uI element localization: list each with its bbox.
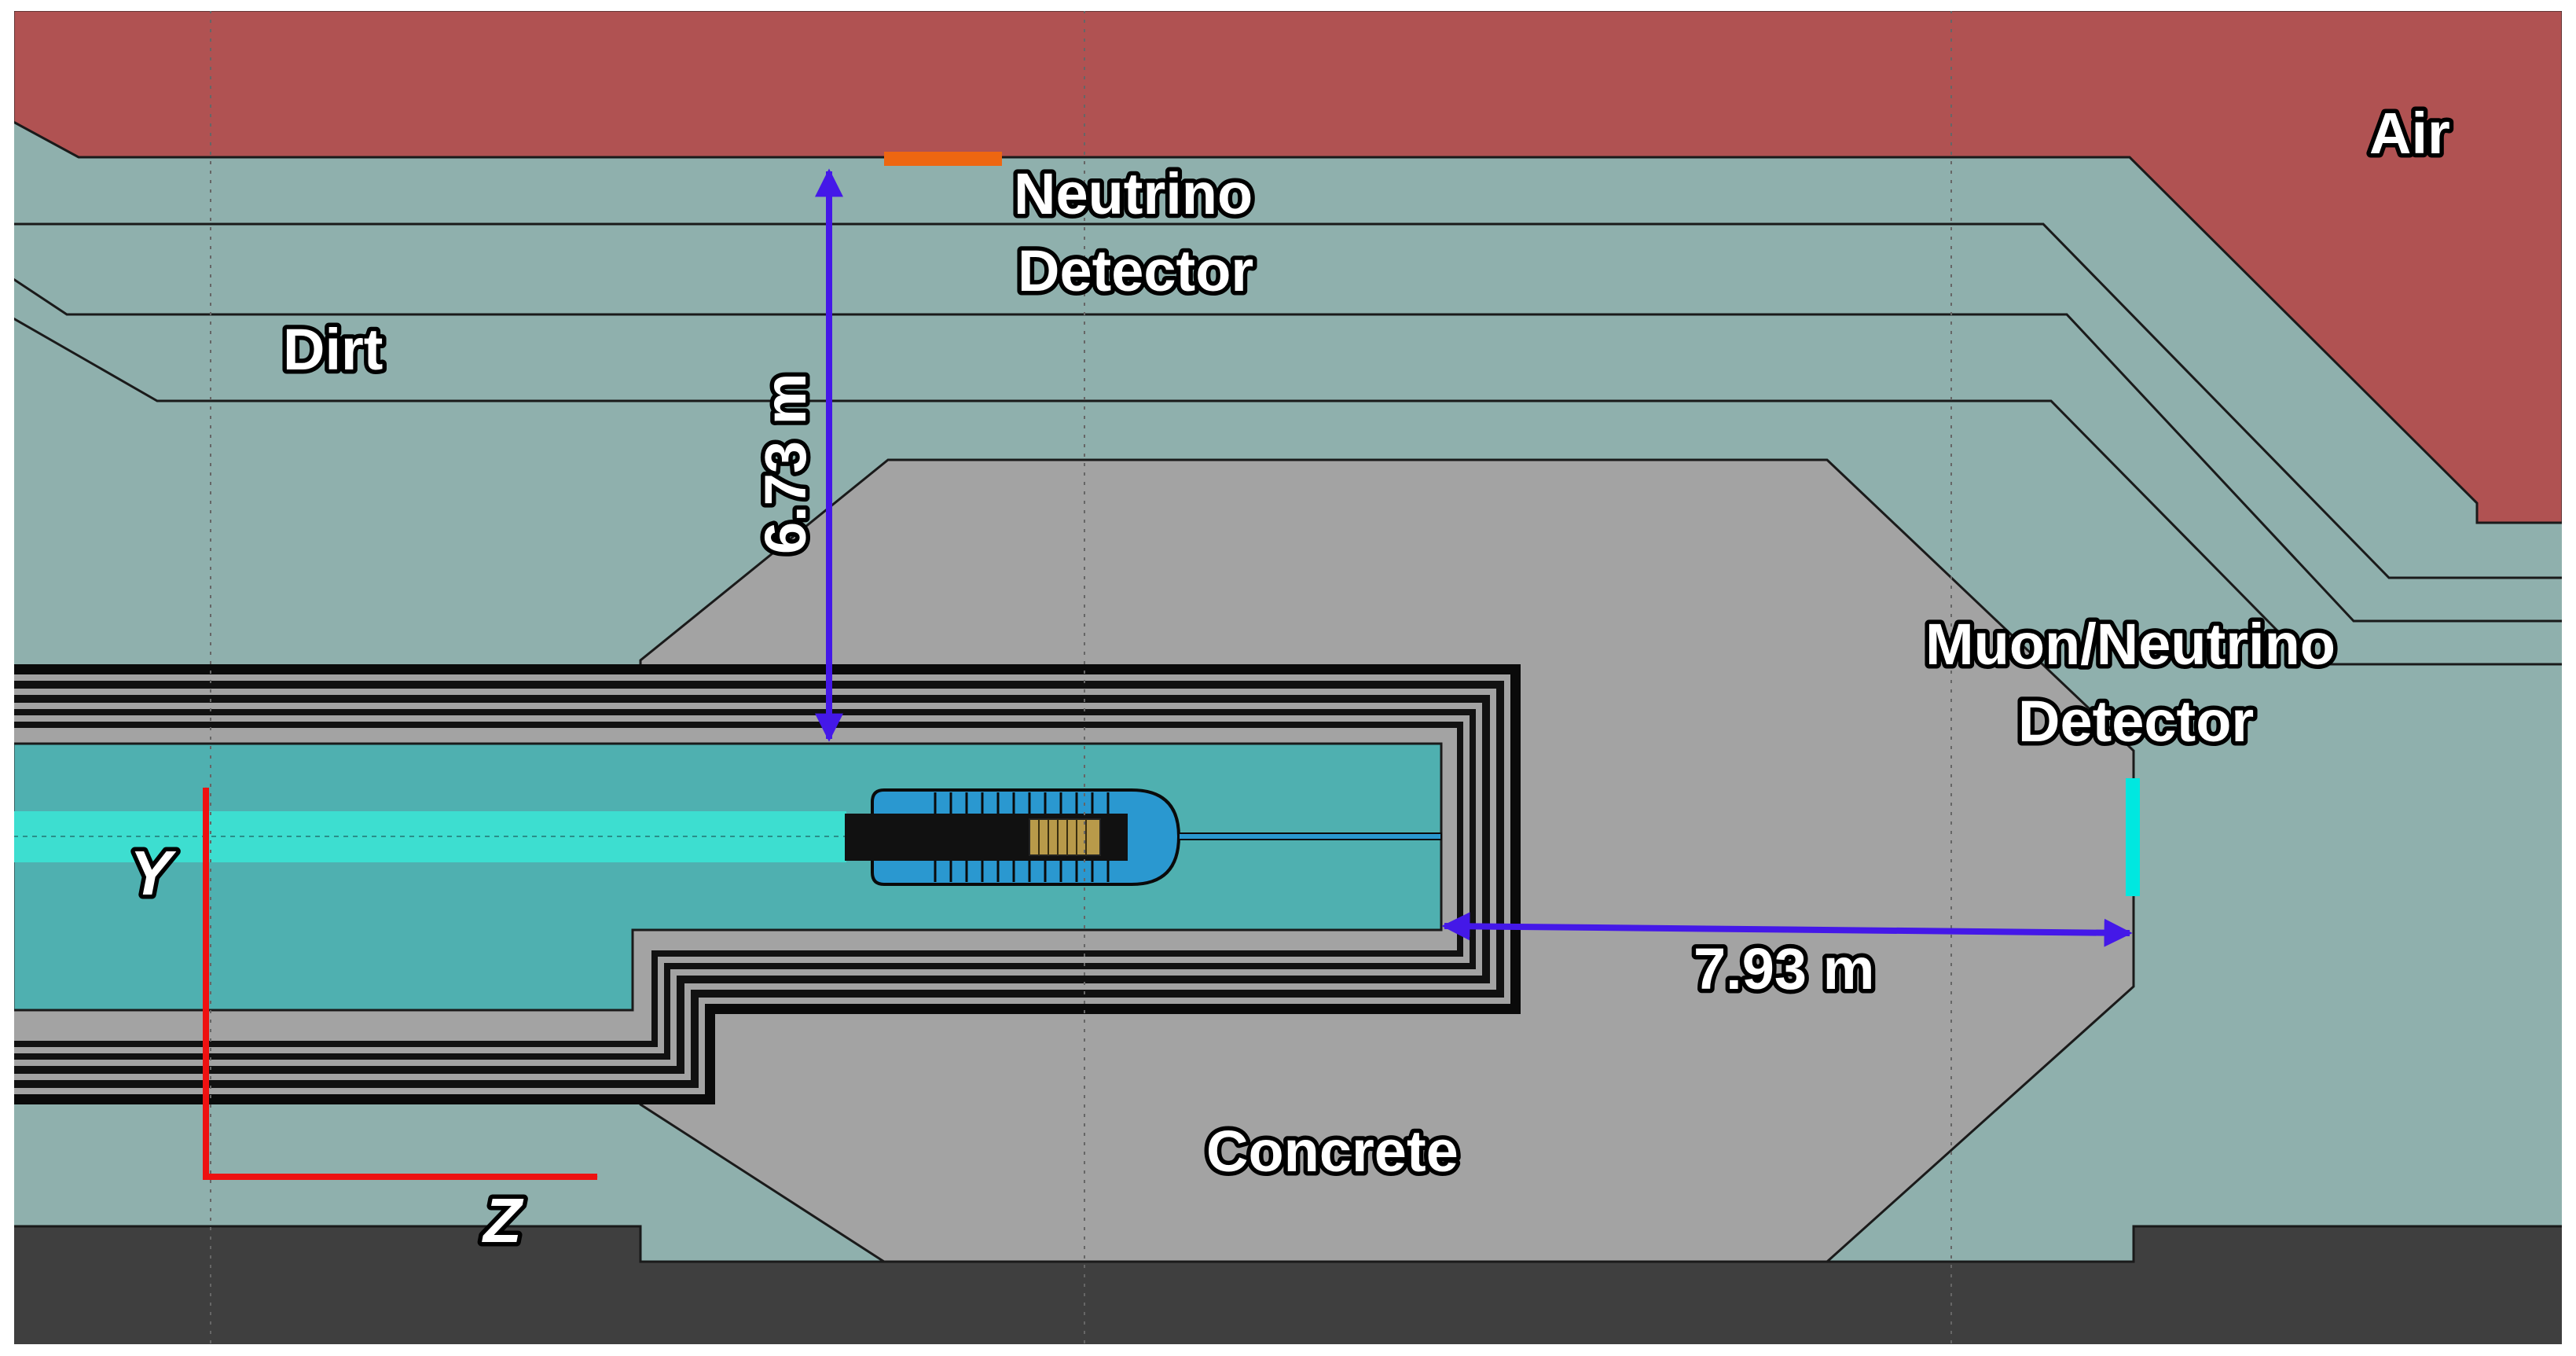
y-axis-label: Y — [130, 838, 177, 908]
horizontal-distance-arrow — [1441, 912, 2133, 947]
vertical-distance-label: 6.73 m — [753, 373, 818, 554]
horizontal-distance-label: 7.93 m — [1693, 936, 1874, 1001]
floor-region — [13, 1226, 2563, 1345]
neutrino-detector-label-line1: Neutrino — [1014, 161, 1253, 226]
neutrino-detector-label-line2: Detector — [1018, 238, 1253, 303]
muon-detector-label-line1: Muon/Neutrino — [1925, 612, 2336, 677]
dirt-layer-lines — [13, 222, 2563, 666]
muon-detector-label-line2: Detector — [2018, 689, 2254, 754]
z-axis-label: Z — [482, 1185, 524, 1255]
dirt-label: Dirt — [283, 317, 383, 382]
air-label: Air — [2369, 101, 2450, 166]
air-region — [13, 10, 2563, 524]
neutrino-detector-marker — [884, 152, 1002, 166]
target-assembly — [845, 788, 1442, 886]
muon-neutrino-detector-marker — [2126, 778, 2140, 896]
concrete-label: Concrete — [1206, 1119, 1459, 1184]
